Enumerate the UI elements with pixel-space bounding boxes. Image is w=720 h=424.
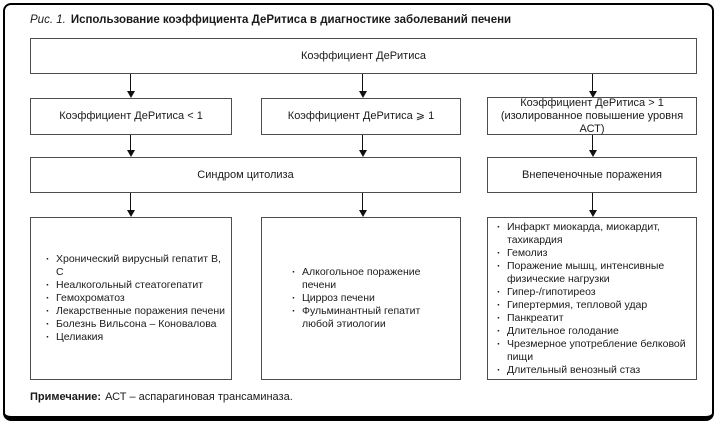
- figure-number: Рис. 1.: [30, 14, 66, 26]
- list-item-text: Алкогольное поражение печени: [302, 266, 421, 291]
- list-item-text: Болезнь Вильсона – Коновалова: [56, 318, 217, 330]
- node-condition-gt1-isolated-ast: Коэффициент ДеРитиса > 1 (изолированное …: [487, 97, 697, 135]
- bullet-icon: ·: [46, 318, 50, 330]
- list-item: · Поражение мышц, интенсивные физические …: [497, 260, 692, 286]
- node-deritis-coefficient: Коэффициент ДеРитиса: [30, 38, 697, 74]
- list-item: · Болезнь Вильсона – Коновалова: [46, 318, 225, 331]
- list-item-text: Фульминантный гепатит любой этиологии: [302, 305, 421, 330]
- list-item-text: Панкреатит: [507, 311, 564, 324]
- cause-list: · Инфаркт миокарда, миокардит, тахикардия…: [488, 221, 696, 377]
- bullet-icon: ·: [497, 259, 501, 272]
- cause-list: · Алкогольное поражение печени · Цирроз печ…: [262, 266, 460, 331]
- list-item-text: Чрезмерное употребление белковой пищи: [507, 337, 686, 363]
- bullet-icon: ·: [497, 363, 501, 376]
- list-item-text: Длительное голодание: [507, 324, 619, 337]
- list-cytolysis-ge1-causes: · Алкогольное поражение печени · Цирроз печ…: [261, 217, 461, 380]
- list-item: · Целиакия: [46, 331, 225, 344]
- list-item: · Фульминантный гепатит любой этиологии: [292, 305, 448, 331]
- bullet-icon: ·: [46, 253, 50, 265]
- list-item-text: Целиакия: [56, 331, 104, 343]
- arrow-down-icon: [126, 135, 135, 157]
- bullet-icon: ·: [46, 305, 50, 317]
- arrow-down-icon: [126, 74, 135, 98]
- list-item-text: Гемохроматоз: [56, 292, 125, 304]
- list-item: · Гипер-/гипотиреоз: [497, 286, 692, 299]
- bullet-icon: ·: [46, 279, 50, 291]
- list-item: · Гипертермия, тепловой удар: [497, 299, 692, 312]
- list-item-text: Длительный венозный стаз: [507, 363, 641, 376]
- list-item-text: Поражение мышц, интенсивные физические н…: [507, 259, 665, 285]
- list-item-text: Гипертермия, тепловой удар: [507, 298, 648, 311]
- bullet-icon: ·: [46, 292, 50, 304]
- figure-caption: Рис. 1. Использование коэффициента ДеРити…: [30, 13, 700, 27]
- arrow-down-icon: [588, 193, 597, 217]
- node-cytolysis-syndrome: Синдром цитолиза: [30, 157, 461, 193]
- list-item-text: Неалкогольный стеатогепатит: [56, 279, 204, 291]
- list-item: · Гемохроматоз: [46, 292, 225, 305]
- arrow-down-icon: [358, 193, 367, 217]
- bullet-icon: ·: [497, 298, 501, 311]
- bullet-icon: ·: [292, 305, 296, 317]
- node-condition-lt1: Коэффициент ДеРитиса < 1: [30, 98, 232, 135]
- arrow-down-icon: [358, 74, 367, 98]
- arrow-down-icon: [588, 74, 597, 98]
- list-extrahepatic-causes: · Инфаркт миокарда, миокардит, тахикардия…: [487, 217, 697, 380]
- node-label: Коэффициент ДеРитиса: [301, 49, 426, 62]
- list-item: · Гемолиз: [497, 247, 692, 260]
- footnote-text: АСТ – аспарагиновая трансаминаза.: [105, 391, 293, 403]
- list-item: · Инфаркт миокарда, миокардит, тахикардия: [497, 221, 692, 247]
- bullet-icon: ·: [497, 311, 501, 324]
- node-label: Коэффициент ДеРитиса < 1: [59, 110, 203, 122]
- figure-frame: [3, 3, 714, 421]
- list-item: · Лекарственные поражения печени: [46, 305, 225, 318]
- node-label: Синдром цитолиза: [197, 168, 294, 181]
- bullet-icon: ·: [497, 337, 501, 350]
- footnote: Примечание:АСТ – аспарагиновая трансамин…: [30, 391, 293, 404]
- list-item: · Цирроз печени: [292, 292, 448, 305]
- cause-list: · Хронический вирусный гепатит В, С · Неалк…: [31, 253, 231, 344]
- bullet-icon: ·: [497, 220, 501, 233]
- list-item-text: Цирроз печени: [302, 292, 375, 304]
- figure-title: Использование коэффициента ДеРитиса в ди…: [70, 14, 512, 26]
- bullet-icon: ·: [292, 266, 296, 278]
- node-extrahepatic-lesions: Внепеченочные поражения: [487, 157, 697, 193]
- list-item-text: Инфаркт миокарда, миокардит, тахикардия: [507, 220, 660, 246]
- bullet-icon: ·: [497, 285, 501, 298]
- footnote-label: Примечание:: [30, 391, 102, 403]
- node-label: Коэффициент ДеРитиса ⩾ 1: [287, 110, 435, 122]
- bullet-icon: ·: [497, 324, 501, 337]
- bullet-icon: ·: [46, 331, 50, 343]
- list-item-text: Гипер-/гипотиреоз: [507, 285, 596, 298]
- arrow-down-icon: [358, 135, 367, 157]
- list-item: · Длительный венозный стаз: [497, 364, 692, 377]
- node-condition-ge1: Коэффициент ДеРитиса ⩾ 1: [261, 98, 461, 135]
- list-item: · Панкреатит: [497, 312, 692, 325]
- bullet-icon: ·: [497, 246, 501, 259]
- node-label-line1: Коэффициент ДеРитиса > 1: [520, 96, 664, 109]
- list-item: · Алкогольное поражение печени: [292, 266, 448, 292]
- list-item: · Хронический вирусный гепатит В, С: [46, 253, 225, 279]
- list-item-text: Хронический вирусный гепатит В, С: [56, 253, 221, 278]
- list-item: · Неалкогольный стеатогепатит: [46, 279, 225, 292]
- node-label: Внепеченочные поражения: [522, 168, 662, 181]
- node-label-line2: (изолированное повышение уровня АСТ): [500, 109, 684, 135]
- list-item-text: Гемолиз: [507, 246, 548, 259]
- bullet-icon: ·: [292, 292, 296, 304]
- list-cytolysis-lt1-causes: · Хронический вирусный гепатит В, С · Неалк…: [30, 217, 232, 380]
- list-item-text: Лекарственные поражения печени: [56, 305, 225, 317]
- list-item: · Чрезмерное употребление белковой пищи: [497, 338, 692, 364]
- arrow-down-icon: [126, 193, 135, 217]
- list-item: · Длительное голодание: [497, 325, 692, 338]
- arrow-down-icon: [588, 135, 597, 157]
